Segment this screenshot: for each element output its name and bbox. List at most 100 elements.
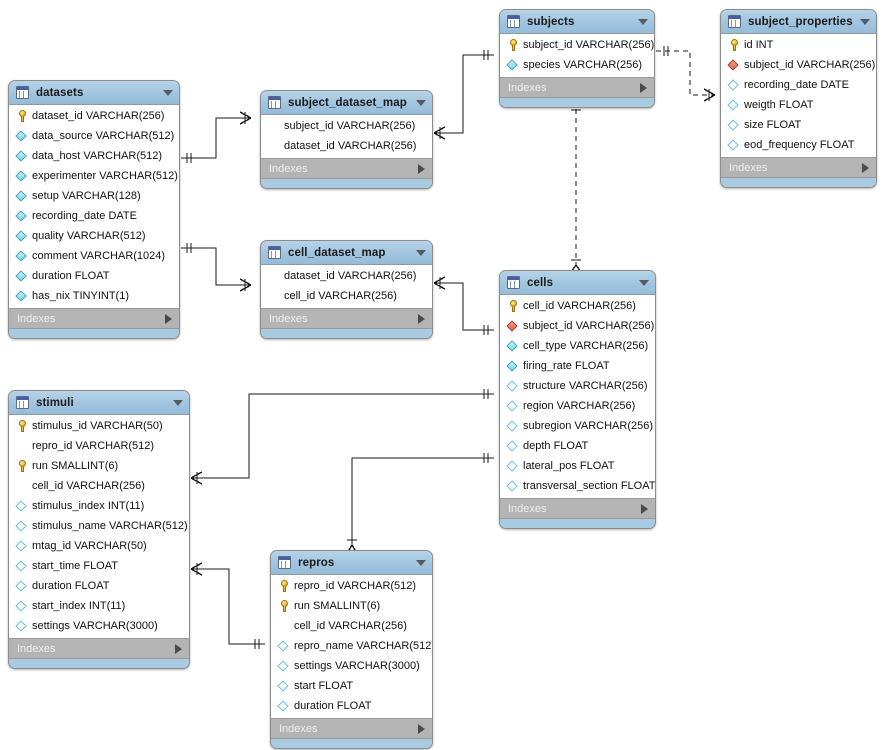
- column-label: data_source VARCHAR(512): [32, 130, 175, 142]
- indexes-section-subject_properties[interactable]: Indexes: [721, 158, 876, 178]
- column-row[interactable]: dataset_id VARCHAR(256): [261, 266, 432, 286]
- column-row[interactable]: stimulus_name VARCHAR(512): [9, 516, 189, 536]
- column-row[interactable]: duration FLOAT: [271, 696, 432, 716]
- table-header-subjects[interactable]: subjects: [500, 10, 654, 34]
- column-row[interactable]: data_source VARCHAR(512): [9, 126, 179, 146]
- column-row[interactable]: mtag_id VARCHAR(50): [9, 536, 189, 556]
- column-row[interactable]: start_index INT(11): [9, 596, 189, 616]
- chevron-down-icon[interactable]: [416, 99, 426, 106]
- indexes-section-cells[interactable]: Indexes: [500, 499, 655, 519]
- table-header-subject_properties[interactable]: subject_properties: [721, 10, 876, 34]
- table-header-datasets[interactable]: datasets: [9, 81, 179, 105]
- column-row[interactable]: cell_id VARCHAR(256): [9, 476, 189, 496]
- chevron-right-icon[interactable]: [175, 643, 182, 654]
- table-header-cell_dataset_map[interactable]: cell_dataset_map: [261, 241, 432, 265]
- column-label: recording_date DATE: [744, 79, 849, 91]
- column-row[interactable]: run SMALLINT(6): [271, 596, 432, 616]
- chevron-down-icon[interactable]: [416, 559, 426, 566]
- table-header-repros[interactable]: repros: [271, 551, 432, 575]
- chevron-right-icon[interactable]: [418, 723, 425, 734]
- chevron-right-icon[interactable]: [165, 313, 172, 324]
- column-row[interactable]: stimulus_id VARCHAR(50): [9, 416, 189, 436]
- table-subjects[interactable]: subjects subject_id VARCHAR(256) species V…: [499, 9, 655, 108]
- column-row[interactable]: setup VARCHAR(128): [9, 186, 179, 206]
- column-row[interactable]: repro_id VARCHAR(512): [9, 436, 189, 456]
- column-row[interactable]: subject_id VARCHAR(256): [261, 116, 432, 136]
- column-row[interactable]: settings VARCHAR(3000): [271, 656, 432, 676]
- column-row[interactable]: depth FLOAT: [500, 436, 655, 456]
- column-row[interactable]: eod_frequency FLOAT: [721, 135, 876, 155]
- column-row[interactable]: settings VARCHAR(3000): [9, 616, 189, 636]
- no-icon: [267, 139, 281, 153]
- cyan-filled-diamond-icon: [15, 269, 29, 283]
- cyan-filled-diamond-icon: [15, 229, 29, 243]
- table-header-stimuli[interactable]: stimuli: [9, 391, 189, 415]
- column-row[interactable]: experimenter VARCHAR(512): [9, 166, 179, 186]
- column-row[interactable]: firing_rate FLOAT: [500, 356, 655, 376]
- chevron-right-icon[interactable]: [640, 82, 647, 93]
- column-row[interactable]: comment VARCHAR(1024): [9, 246, 179, 266]
- chevron-down-icon[interactable]: [860, 18, 870, 25]
- column-row[interactable]: species VARCHAR(256): [500, 55, 654, 75]
- column-row[interactable]: repro_name VARCHAR(512): [271, 636, 432, 656]
- chevron-down-icon[interactable]: [173, 399, 183, 406]
- column-row[interactable]: transversal_section FLOAT: [500, 476, 655, 496]
- column-row[interactable]: id INT: [721, 35, 876, 55]
- indexes-label: Indexes: [729, 161, 768, 174]
- column-row[interactable]: quality VARCHAR(512): [9, 226, 179, 246]
- indexes-section-cell_dataset_map[interactable]: Indexes: [261, 309, 432, 329]
- indexes-section-subject_dataset_map[interactable]: Indexes: [261, 159, 432, 179]
- chevron-down-icon[interactable]: [416, 249, 426, 256]
- column-row[interactable]: subject_id VARCHAR(256): [500, 35, 654, 55]
- indexes-section-stimuli[interactable]: Indexes: [9, 639, 189, 659]
- indexes-section-datasets[interactable]: Indexes: [9, 309, 179, 329]
- column-label: subject_id VARCHAR(256): [523, 39, 655, 51]
- column-row[interactable]: cell_id VARCHAR(256): [261, 286, 432, 306]
- chevron-right-icon[interactable]: [418, 313, 425, 324]
- column-row[interactable]: size FLOAT: [721, 115, 876, 135]
- column-row[interactable]: weigth FLOAT: [721, 95, 876, 115]
- column-row[interactable]: subject_id VARCHAR(256): [721, 55, 876, 75]
- indexes-section-subjects[interactable]: Indexes: [500, 78, 654, 98]
- column-row[interactable]: data_host VARCHAR(512): [9, 146, 179, 166]
- chevron-down-icon[interactable]: [163, 89, 173, 96]
- column-row[interactable]: structure VARCHAR(256): [500, 376, 655, 396]
- column-row[interactable]: repro_id VARCHAR(512): [271, 576, 432, 596]
- chevron-right-icon[interactable]: [862, 162, 869, 173]
- chevron-down-icon[interactable]: [638, 18, 648, 25]
- column-row[interactable]: region VARCHAR(256): [500, 396, 655, 416]
- table-header-cells[interactable]: cells: [500, 271, 655, 295]
- column-row[interactable]: dataset_id VARCHAR(256): [9, 106, 179, 126]
- indexes-section-repros[interactable]: Indexes: [271, 719, 432, 739]
- column-row[interactable]: duration FLOAT: [9, 266, 179, 286]
- column-row[interactable]: stimulus_index INT(11): [9, 496, 189, 516]
- column-row[interactable]: start FLOAT: [271, 676, 432, 696]
- column-row[interactable]: recording_date DATE: [9, 206, 179, 226]
- table-footer: [9, 329, 179, 338]
- table-header-subject_dataset_map[interactable]: subject_dataset_map: [261, 91, 432, 115]
- column-row[interactable]: dataset_id VARCHAR(256): [261, 136, 432, 156]
- column-row[interactable]: cell_id VARCHAR(256): [500, 296, 655, 316]
- column-row[interactable]: run SMALLINT(6): [9, 456, 189, 476]
- column-row[interactable]: recording_date DATE: [721, 75, 876, 95]
- column-row[interactable]: cell_id VARCHAR(256): [271, 616, 432, 636]
- column-row[interactable]: cell_type VARCHAR(256): [500, 336, 655, 356]
- column-row[interactable]: duration FLOAT: [9, 576, 189, 596]
- column-row[interactable]: start_time FLOAT: [9, 556, 189, 576]
- chevron-down-icon[interactable]: [639, 279, 649, 286]
- column-row[interactable]: subject_id VARCHAR(256): [500, 316, 655, 336]
- chevron-right-icon[interactable]: [641, 503, 648, 514]
- column-row[interactable]: has_nix TINYINT(1): [9, 286, 179, 306]
- column-label: stimulus_name VARCHAR(512): [32, 520, 188, 532]
- chevron-right-icon[interactable]: [418, 163, 425, 174]
- column-row[interactable]: subregion VARCHAR(256): [500, 416, 655, 436]
- column-row[interactable]: lateral_pos FLOAT: [500, 456, 655, 476]
